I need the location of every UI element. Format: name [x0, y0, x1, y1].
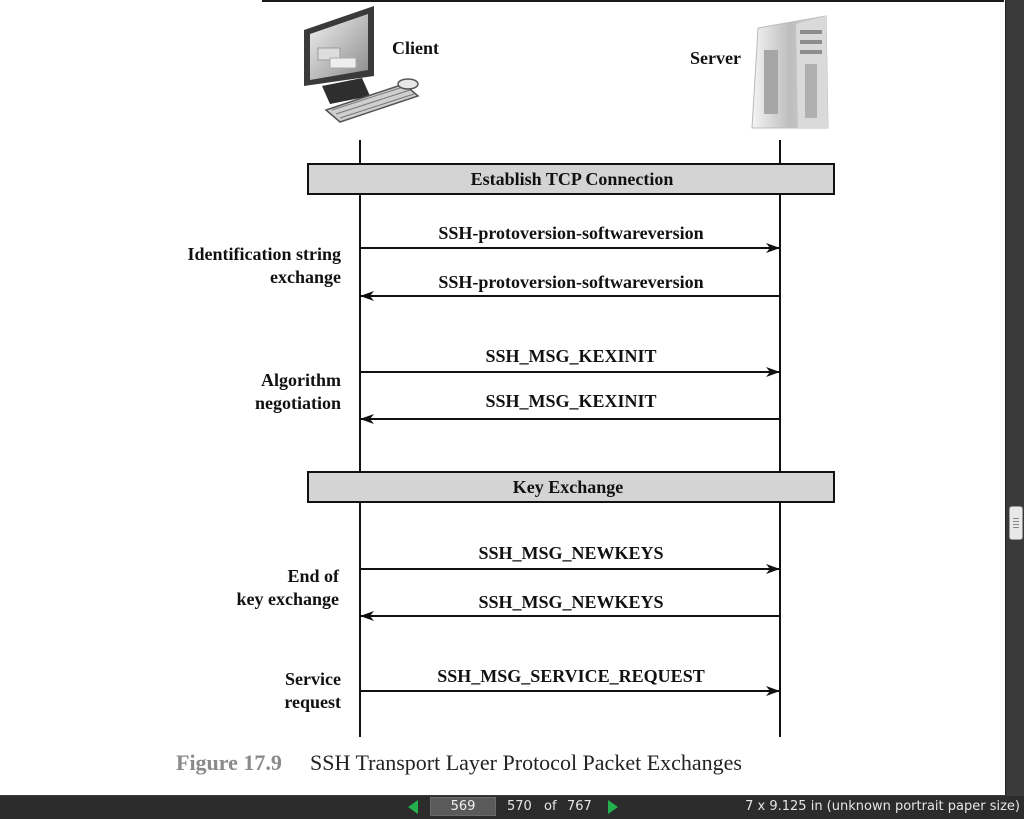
message-label: SSH_MSG_KEXINIT	[485, 346, 656, 366]
page-label: 570	[507, 799, 532, 814]
figure-number: Figure 17.9	[176, 750, 282, 775]
page-number-input[interactable]	[430, 797, 496, 816]
message-arrow: SSH-protoversion-softwareversion	[361, 223, 780, 253]
message-arrow: SSH_MSG_NEWKEYS	[361, 543, 780, 574]
figure-title: SSH Transport Layer Protocol Packet Exch…	[310, 750, 742, 775]
phase-label-line2: request	[284, 692, 341, 712]
scrollbar-thumb[interactable]	[1009, 506, 1023, 540]
tcp-connection-label: Establish TCP Connection	[471, 169, 674, 189]
phase-label-line1: Algorithm	[261, 370, 341, 390]
server-tower-icon	[751, 15, 829, 129]
client-label: Client	[392, 38, 439, 58]
message-arrow: SSH_MSG_SERVICE_REQUEST	[361, 666, 780, 696]
phase-label-line2: negotiation	[255, 393, 341, 413]
message-label: SSH-protoversion-softwareversion	[438, 272, 703, 292]
triangle-right-icon[interactable]	[606, 798, 620, 816]
server-label: Server	[690, 48, 741, 68]
message-arrow: SSH_MSG_KEXINIT	[361, 346, 780, 377]
message-arrow: SSH-protoversion-softwareversion	[360, 272, 779, 301]
message-label: SSH_MSG_NEWKEYS	[478, 592, 663, 612]
desktop-computer-icon	[304, 6, 420, 123]
bottom-toolbar: 570 of 767 7 x 9.125 in (unknown portrai…	[0, 795, 1024, 819]
page-top-border	[262, 0, 1004, 2]
paper-size-label: 7 x 9.125 in (unknown portrait paper siz…	[745, 799, 1020, 814]
tcp-connection-bar: Establish TCP Connection	[307, 163, 835, 195]
phase-label-line2: exchange	[270, 267, 341, 287]
key-exchange-bar: Key Exchange	[307, 471, 835, 503]
phase-label-line1: End of	[287, 566, 340, 586]
document-page: Client Server Establish TCP Connection K…	[0, 0, 1005, 795]
page-count: 767	[567, 799, 592, 814]
phase-label-line2: key exchange	[237, 589, 340, 609]
phase-label-line1: Identification string	[187, 244, 341, 264]
phase-label-line1: Service	[285, 669, 341, 689]
ssh-sequence-diagram: Client Server Establish TCP Connection K…	[187, 6, 835, 737]
message-label: SSH_MSG_KEXINIT	[485, 391, 656, 411]
key-exchange-label: Key Exchange	[513, 477, 624, 497]
vertical-scrollbar[interactable]	[1005, 0, 1024, 795]
triangle-left-icon[interactable]	[406, 798, 420, 816]
of-label: of	[544, 799, 557, 814]
message-label: SSH_MSG_SERVICE_REQUEST	[437, 666, 704, 686]
message-arrow: SSH_MSG_NEWKEYS	[360, 592, 779, 621]
message-label: SSH_MSG_NEWKEYS	[478, 543, 663, 563]
message-arrow: SSH_MSG_KEXINIT	[360, 391, 779, 424]
message-label: SSH-protoversion-softwareversion	[438, 223, 703, 243]
